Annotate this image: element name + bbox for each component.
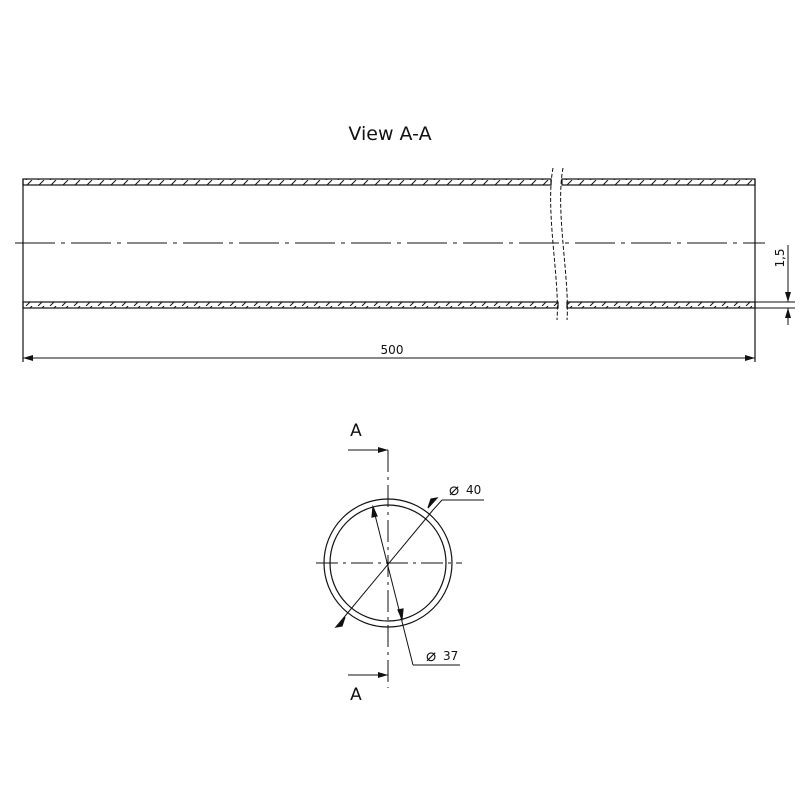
end-view	[316, 447, 484, 688]
inner-diameter-line	[372, 506, 414, 666]
top-wall-right	[561, 178, 756, 186]
section-view	[15, 167, 795, 362]
outer-diameter-line	[335, 509, 434, 628]
length-dimension-text: 500	[381, 343, 404, 357]
inner-diameter-text: 37	[443, 649, 458, 663]
outer-diameter-text: 40	[466, 483, 481, 497]
bottom-wall-left	[22, 301, 559, 309]
outer-diameter-leader	[432, 499, 443, 511]
outer-dim-arrow-2	[427, 497, 439, 509]
inner-dim-arrow-1	[371, 504, 378, 518]
outer-diameter-symbol: ⌀	[449, 480, 459, 500]
section-label-bottom: A	[350, 685, 362, 705]
inner-diameter-symbol: ⌀	[426, 646, 436, 666]
top-wall-left	[22, 178, 552, 186]
inner-dim-arrow-2	[397, 608, 404, 622]
section-label-top: A	[350, 421, 362, 441]
wall-thickness-text: 1,5	[773, 248, 787, 267]
break-line-1	[550, 167, 558, 321]
bottom-wall-right	[566, 301, 756, 309]
break-line-2	[560, 167, 568, 321]
view-title: View A-A	[348, 123, 431, 145]
outer-dim-arrow-1	[334, 616, 346, 628]
